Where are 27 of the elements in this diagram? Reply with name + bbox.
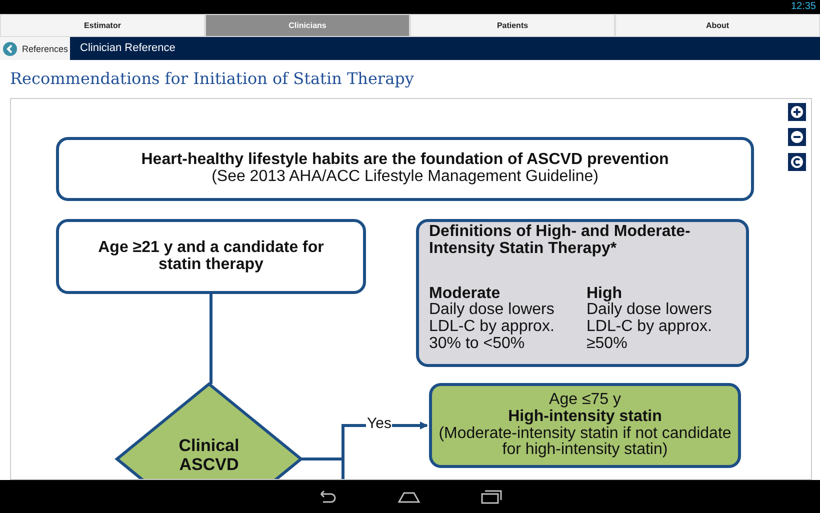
- tab: Clinicians: [205, 14, 410, 37]
- process-box: [56, 219, 366, 294]
- body-text: Age ≤75 y: [548, 392, 622, 409]
- page-title: Recommendations for Initiation of Statin Therapy: [10, 69, 414, 88]
- body-text: (See 2013 AHA/ACC Lifestyle Management Guideline): [210, 169, 600, 186]
- column-heading: Moderate: [429, 286, 502, 302]
- info-box: [416, 219, 749, 367]
- header-title: Clinician Reference: [80, 41, 176, 56]
- result-box: [429, 383, 741, 468]
- body-text: (Moderate-intensity statin if not candidate for high-intensity statin): [438, 426, 732, 460]
- back-button: References: [0, 37, 70, 60]
- node-text: Age ≥21 y and a candidate for statin therapy: [97, 240, 325, 274]
- body-text: Daily dose lowers LDL-C by approx. 30% to <50%: [429, 302, 556, 353]
- decision-diamond: [114, 382, 304, 479]
- tab: Estimator: [0, 14, 205, 37]
- heading-text: Heart-healthy lifestyle habits are the foundation of ASCVD prevention: [140, 152, 670, 169]
- clock-text: 12:35: [790, 0, 816, 14]
- body-text: Daily dose lowers LDL-C by approx. ≥50%: [586, 302, 713, 353]
- tab: Patients: [410, 14, 615, 37]
- connector-line: [342, 459, 344, 479]
- heading-text: High-intensity statin: [507, 408, 663, 426]
- column-heading: High: [586, 286, 624, 302]
- process-box: [56, 137, 754, 201]
- connector-line: [210, 294, 212, 384]
- node-text: Clinical ASCVD: [178, 437, 240, 474]
- heading-text: Definitions of High- and Moderate-Intensity Statin Therapy*: [429, 224, 692, 258]
- tab: About: [615, 14, 820, 37]
